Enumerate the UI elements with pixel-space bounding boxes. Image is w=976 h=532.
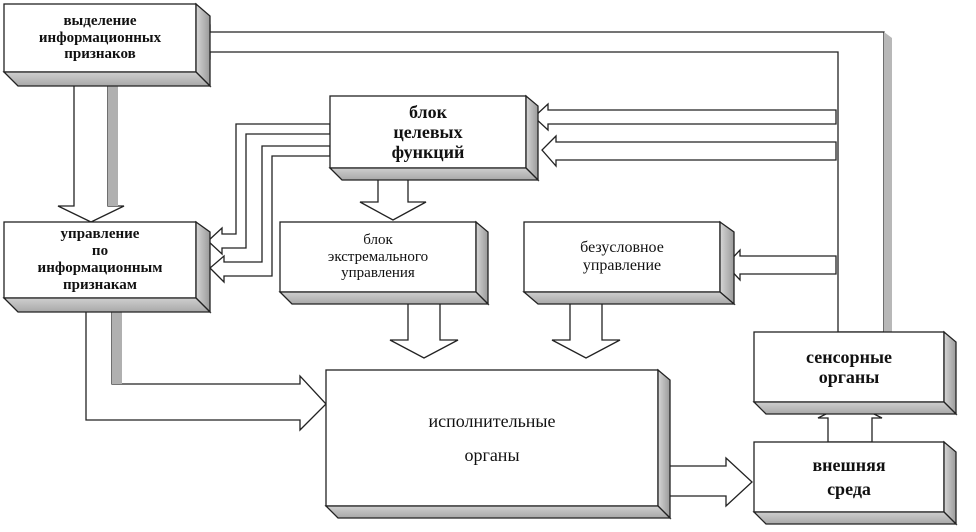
label-feature-extraction: выделение информационных признаков — [4, 6, 196, 70]
label-line: управление — [582, 257, 662, 274]
label-line: информационным — [37, 260, 163, 276]
label-extremal-control: блок экстремального управления — [280, 224, 476, 290]
arrow-sensory-to-unconditional — [725, 248, 837, 282]
label-line: внешняя — [812, 454, 886, 475]
box-target-functions — [328, 94, 540, 182]
label-executive-organs: исполнительные органы — [326, 372, 658, 504]
label-line: выделение — [63, 12, 137, 29]
label-line: экстремального — [327, 248, 429, 265]
label-line: признаков — [64, 46, 136, 63]
label-line: управления — [341, 265, 415, 282]
arrow-executive-to-environment — [659, 456, 753, 508]
connectors — [57, 24, 892, 508]
box-feature-extraction — [2, 2, 212, 88]
label-feature-control: управление по информационным признакам — [4, 224, 196, 296]
label-line: блок — [363, 231, 393, 248]
box-extremal-control — [278, 220, 490, 306]
box-feature-control — [2, 220, 212, 314]
label-line: органы — [464, 445, 520, 465]
label-line: информационных — [38, 29, 162, 46]
label-line: исполнительные — [428, 410, 556, 431]
box-unconditional-control — [522, 220, 736, 306]
box-sensory-organs — [752, 330, 958, 416]
label-line: сенсорные — [806, 346, 892, 367]
label-line: блок — [408, 101, 448, 122]
arrow-sensory-to-target-functions — [533, 102, 837, 132]
label-line: безусловное — [580, 239, 664, 257]
box-executive-organs — [324, 368, 672, 520]
arrow-sensory-to-target-functions-2 — [541, 134, 837, 168]
arrow-target-to-feature-control-upper — [207, 123, 331, 256]
label-sensory-organs: сенсорные органы — [754, 334, 944, 400]
label-line: признакам — [63, 276, 137, 293]
label-line: среда — [827, 479, 871, 499]
label-line: функций — [391, 142, 465, 163]
label-line: управление — [60, 226, 140, 243]
label-line: по — [91, 243, 109, 260]
arrow-feature-down-shade — [108, 72, 118, 206]
label-line: органы — [818, 367, 880, 387]
label-target-functions: блок целевых функций — [330, 98, 526, 166]
arrow-feature-exec-shade — [112, 298, 122, 384]
label-line: целевых — [393, 121, 463, 142]
boxes — [2, 2, 958, 526]
label-environment: внешняя среда — [754, 444, 944, 510]
box-environment — [752, 440, 958, 526]
arrow-sensory-feature-shade — [884, 32, 892, 332]
label-unconditional-control: безусловное управление — [524, 224, 720, 290]
arrow-target-to-feature-control-lower — [209, 145, 331, 284]
